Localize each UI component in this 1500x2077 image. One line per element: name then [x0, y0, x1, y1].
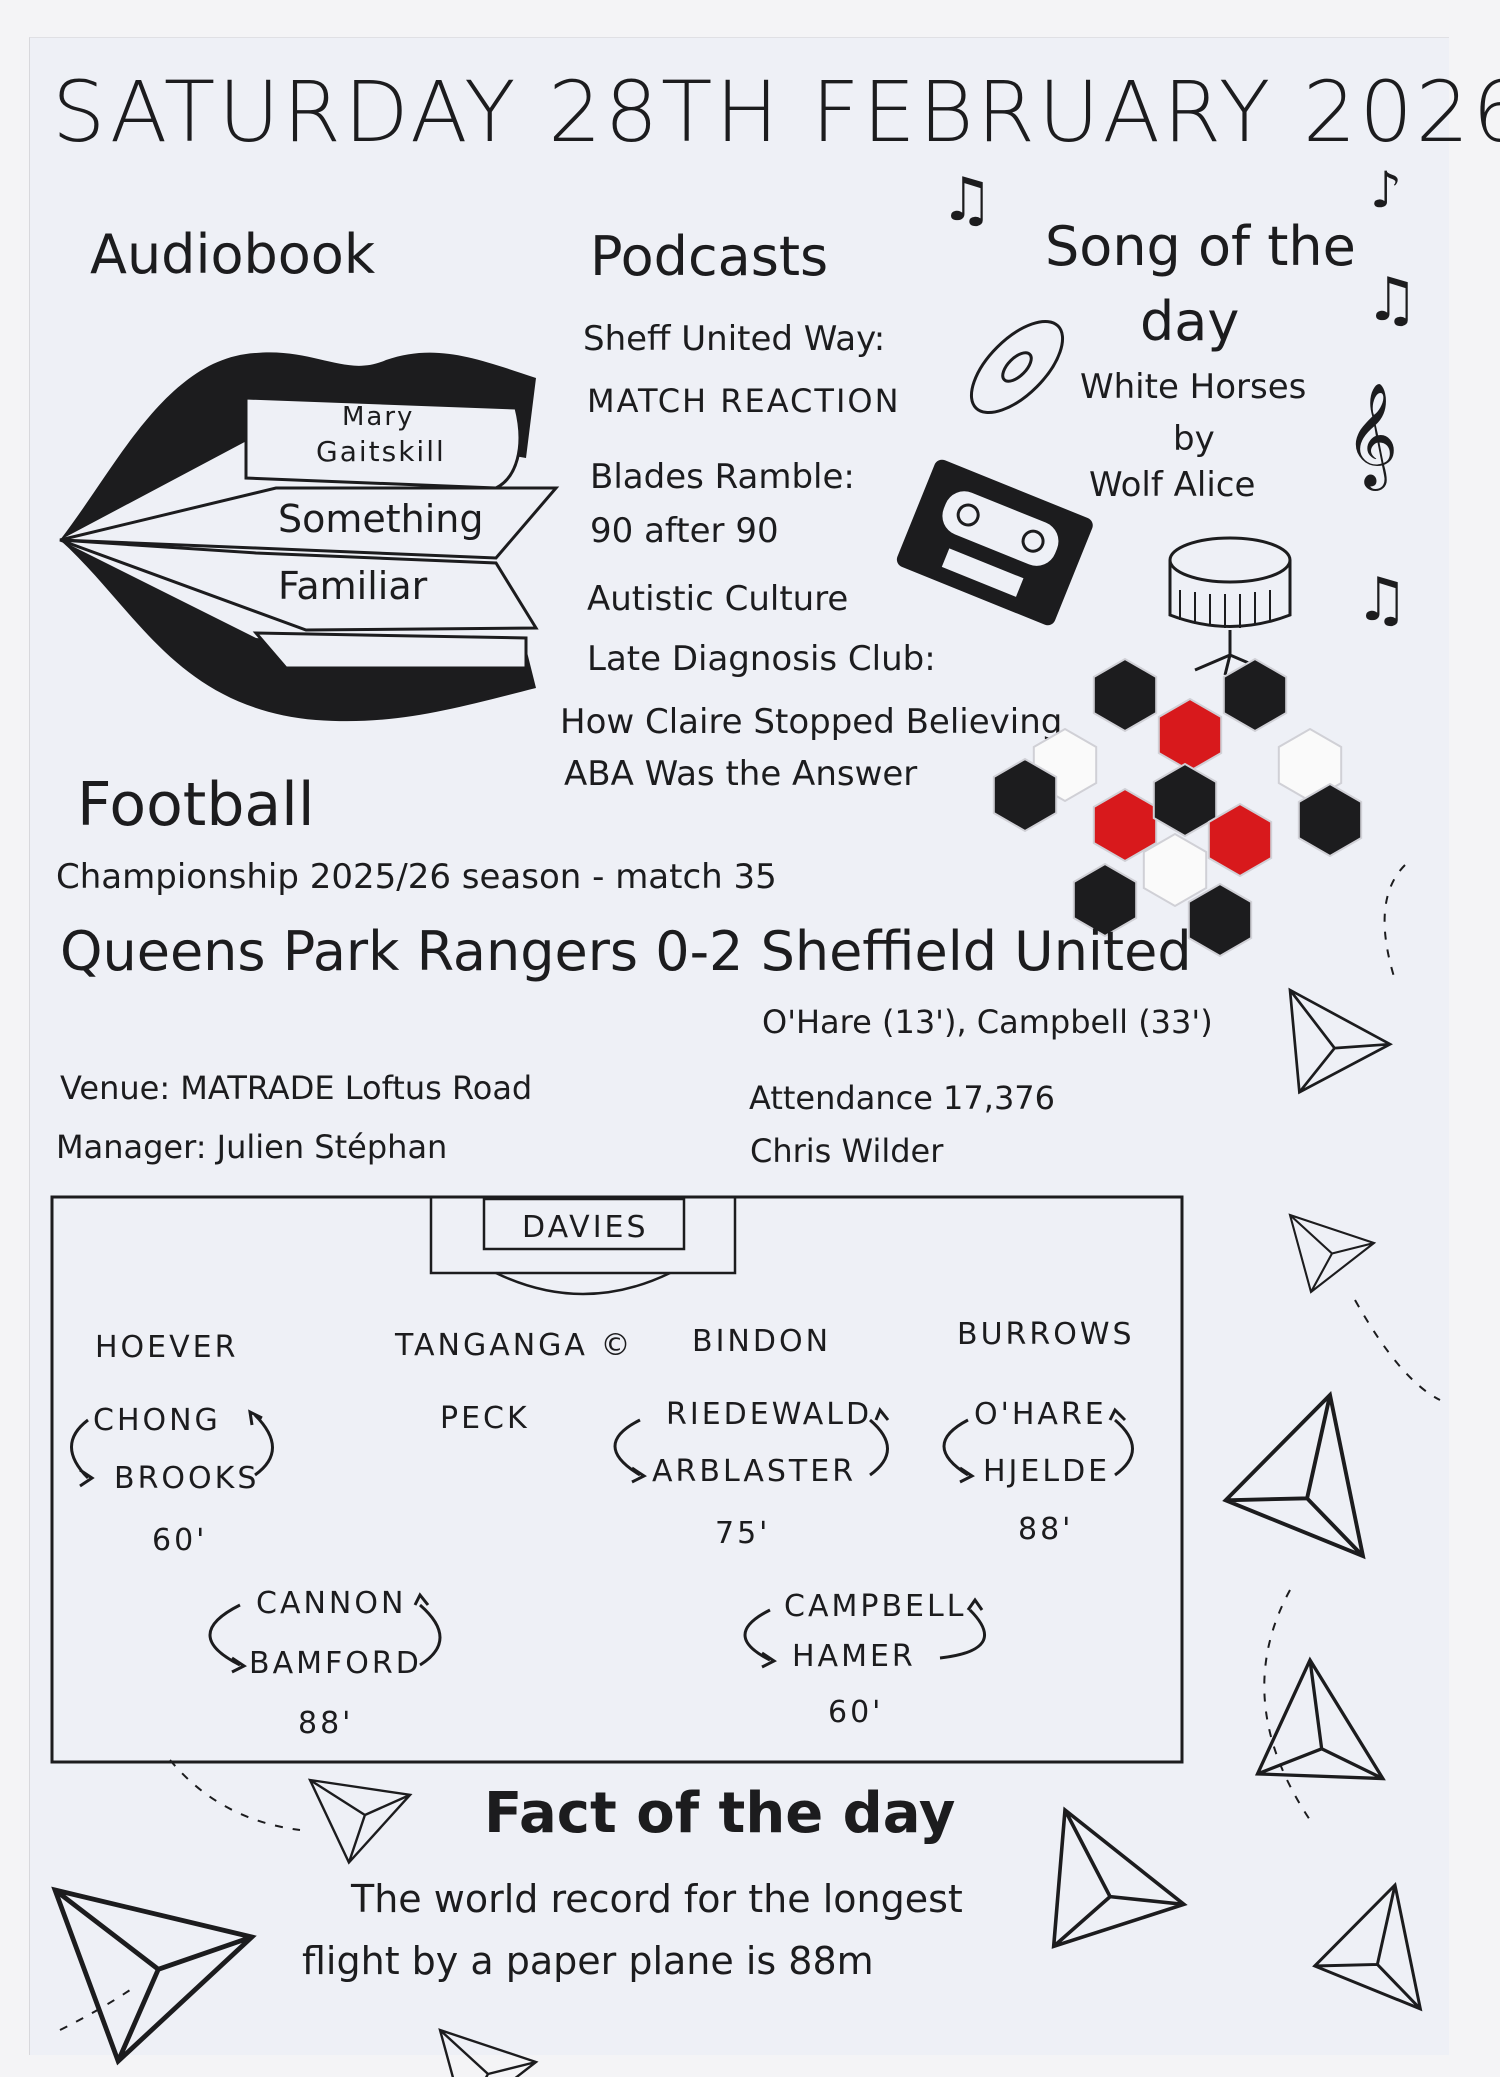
song-title: White Horses — [1080, 367, 1307, 407]
drum-icon — [1168, 536, 1292, 676]
audiobook-author-first: Mary — [342, 402, 415, 432]
player-substitute: BROOKS — [114, 1461, 260, 1496]
player-starter: PECK — [440, 1401, 530, 1436]
player-substitute: HJELDE — [983, 1454, 1111, 1489]
podcasts-heading: Podcasts — [590, 225, 829, 288]
hexagon-sticker — [1142, 832, 1208, 908]
pitch-lineup-box — [50, 1195, 1184, 1764]
football-venue: Venue: MATRADE Loftus Road — [60, 1069, 533, 1107]
podcast-line: MATCH REACTION — [587, 382, 901, 420]
audiobook-author-last: Gaitskill — [316, 435, 446, 468]
sub-minute: 88' — [1018, 1512, 1074, 1547]
vinyl-record-icon — [969, 319, 1065, 415]
paper-plane-icon — [438, 2028, 538, 2077]
player-starter: CANNON — [256, 1586, 407, 1621]
podcast-line: Blades Ramble: — [590, 457, 855, 497]
player-substitute: BAMFORD — [249, 1646, 422, 1681]
sub-minute: 75' — [715, 1516, 771, 1551]
sub-minute: 60' — [152, 1523, 208, 1558]
audiobook-title-1: Something — [278, 497, 484, 541]
song-heading-day: day — [1140, 290, 1240, 353]
football-competition: Championship 2025/26 season - match 35 — [56, 857, 777, 897]
music-note-icon: ♫ — [1355, 565, 1409, 635]
fact-line-2: flight by a paper plane is 88m — [302, 1939, 874, 1983]
song-artist: Wolf Alice — [1089, 465, 1256, 505]
player-starter: RIEDEWALD — [666, 1397, 873, 1432]
music-note-icon: ♪ — [1370, 161, 1402, 219]
player-defender: HOEVER — [95, 1330, 239, 1365]
song-heading: Song of the — [1045, 215, 1356, 278]
hexagon-sticker — [1092, 657, 1158, 733]
player-starter: CAMPBELL — [784, 1589, 967, 1624]
treble-clef-icon: 𝄞 — [1345, 382, 1399, 487]
music-note-icon: ♫ — [1365, 265, 1419, 335]
football-heading: Football — [77, 770, 315, 840]
paper-plane-icon — [1298, 1883, 1457, 2046]
football-result: Queens Park Rangers 0-2 Sheffield United — [60, 920, 1192, 983]
paper-plane-icon — [1230, 1658, 1413, 1840]
audiobook-title-2: Familiar — [278, 564, 428, 608]
hexagon-sticker — [1072, 862, 1138, 938]
podcast-line: ABA Was the Answer — [564, 754, 918, 794]
sub-minute: 60' — [828, 1695, 884, 1730]
blades-hexagon-cluster — [992, 657, 1363, 958]
player-starter: CHONG — [93, 1403, 221, 1438]
podcast-line: Sheff United Way: — [583, 319, 886, 359]
football-scorers: O'Hare (13'), Campbell (33') — [762, 1003, 1213, 1041]
hexagon-sticker — [1207, 802, 1273, 878]
hexagon-sticker — [1152, 762, 1218, 838]
player-goalkeeper: DAVIES — [522, 1210, 649, 1245]
page-date: SATURDAY 28TH FEBRUARY 2026 — [52, 63, 1500, 161]
paper-plane-icon — [1018, 1808, 1203, 1986]
player-substitute: HAMER — [792, 1639, 916, 1674]
player-starter: O'HARE — [974, 1397, 1107, 1432]
podcast-line: How Claire Stopped Believing — [560, 702, 1063, 742]
audiobook-heading: Audiobook — [90, 223, 376, 286]
player-defender: BURROWS — [957, 1317, 1135, 1352]
paper-plane-icon — [1288, 1213, 1376, 1294]
sub-minute: 88' — [298, 1706, 354, 1741]
paper-plane-icon — [1204, 1393, 1410, 1604]
football-attendance: Attendance 17,376 — [749, 1079, 1056, 1117]
song-by: by — [1173, 419, 1215, 459]
hexagon-sticker — [992, 757, 1058, 833]
fact-heading: Fact of the day — [484, 1781, 956, 1846]
away-manager: Chris Wilder — [750, 1132, 944, 1170]
hexagon-sticker — [1297, 782, 1363, 858]
home-manager: Manager: Julien Stéphan — [56, 1128, 448, 1166]
paper-plane-icon — [308, 1762, 422, 1868]
hexagon-sticker — [1222, 657, 1288, 733]
player-defender-captain: TANGANGA © — [395, 1328, 634, 1363]
fact-line-1: The world record for the longest — [351, 1877, 963, 1921]
lips-book-drawing — [59, 352, 560, 722]
podcast-line: Late Diagnosis Club: — [587, 639, 936, 679]
player-substitute: ARBLASTER — [652, 1454, 857, 1489]
hexagon-sticker — [1187, 882, 1253, 958]
paper-plane-icon — [55, 1873, 262, 2065]
podcast-line: Autistic Culture — [587, 579, 849, 619]
paper-plane-icon — [1271, 988, 1398, 1108]
podcast-line: 90 after 90 — [590, 511, 779, 551]
music-note-icon: ♫ — [940, 165, 994, 235]
player-defender: BINDON — [692, 1324, 832, 1359]
cassette-tape-icon — [896, 459, 1093, 626]
